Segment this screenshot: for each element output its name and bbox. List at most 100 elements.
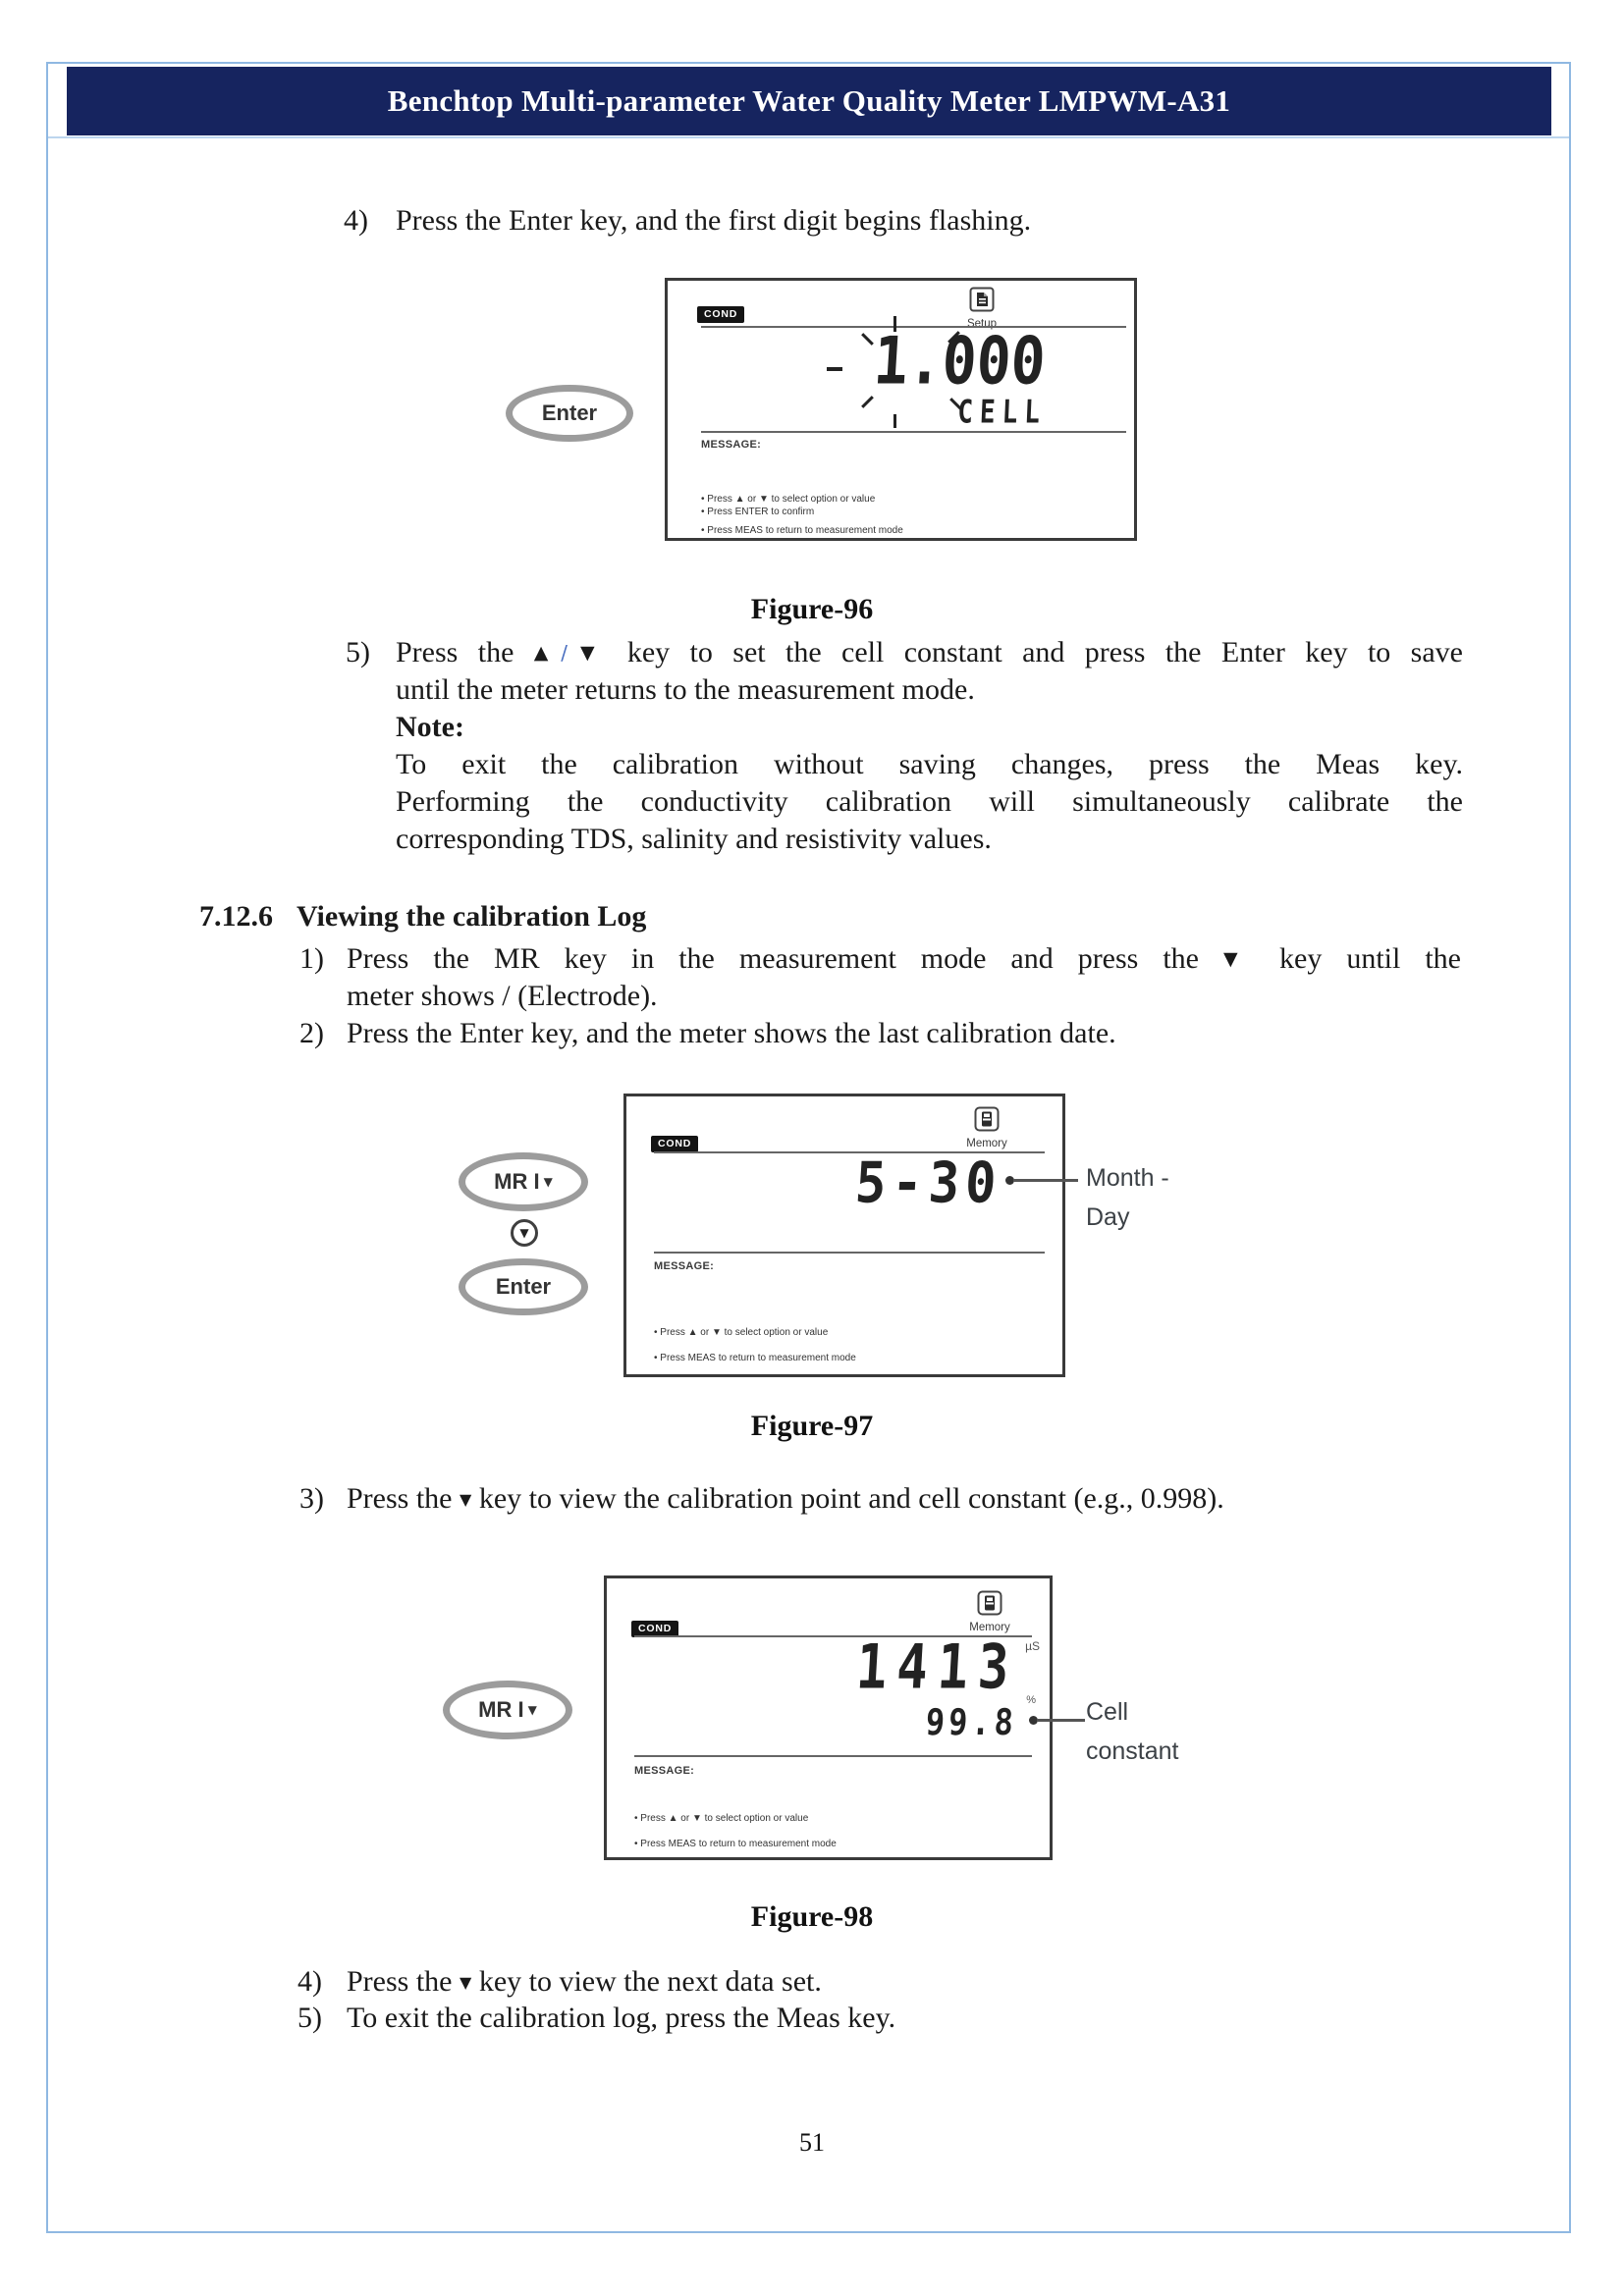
lcd-rule-bottom	[701, 431, 1126, 433]
step-4b-text: Press the	[347, 1965, 460, 1998]
step-5-text: key to set the cell constant and press t…	[607, 636, 1463, 668]
message-label: MESSAGE:	[701, 439, 762, 451]
lcd-hints: • Press ▲ or ▼ to select option or value…	[654, 1326, 1053, 1364]
header-hairline	[48, 136, 1569, 138]
step-5-text: Press the	[396, 636, 534, 668]
callout-text: Day	[1086, 1203, 1130, 1231]
page-border	[46, 62, 1571, 2233]
figure-98-panel: COND Memory 1413 µS 99.8 % MESSAGE: • Pr…	[604, 1575, 1053, 1860]
step-1-line1: Press the MR key in the measurement mode…	[347, 940, 1461, 978]
step-3-number: 3)	[299, 1482, 324, 1515]
down-arrow-icon: ▼	[543, 1175, 553, 1189]
down-arrow-icon: ▼	[527, 1703, 537, 1717]
callout-line	[1037, 1719, 1085, 1722]
setup-icon	[969, 287, 995, 316]
figure-97-panel: COND Memory 5-30 MESSAGE: • Press ▲ or ▼…	[623, 1094, 1065, 1377]
cond-badge: COND	[651, 1136, 699, 1152]
section-title: Viewing the calibration Log	[297, 900, 647, 933]
step-3-text: key to view the calibration point and ce…	[471, 1482, 1224, 1515]
cond-badge: COND	[697, 306, 745, 323]
lcd-hint: • Press ▲ or ▼ to select option or value	[634, 1813, 809, 1824]
step-5-number: 5)	[346, 636, 370, 668]
flash-dash-minus	[827, 367, 842, 371]
lcd-hint: • Press ENTER to confirm	[701, 507, 815, 517]
down-arrow-key-icon: ▼	[460, 1973, 472, 1992]
down-arrow-key-icon: ▼	[460, 1490, 472, 1509]
mr-button: MR I ▼	[459, 1152, 588, 1211]
enter-button: Enter	[459, 1258, 588, 1315]
mr-button-label: MR I	[494, 1169, 540, 1194]
message-label: MESSAGE:	[654, 1260, 715, 1272]
lcd-hint: • Press ▲ or ▼ to select option or value	[701, 494, 876, 505]
month-day-callout: Month - Day	[1086, 1158, 1169, 1237]
lcd-rule-top	[701, 326, 1126, 328]
note-line1: To exit the calibration without saving c…	[396, 748, 1463, 780]
step-1-line2: meter shows / (Electrode).	[347, 980, 658, 1012]
lcd-hint: • Press MEAS to return to measurement mo…	[701, 525, 903, 536]
down-arrow-key-icon: ▼	[1222, 948, 1256, 970]
mr-button: MR I ▼	[443, 1681, 572, 1739]
lcd-main-value: 1.000	[871, 322, 1049, 400]
flash-tick-bottom	[893, 414, 896, 428]
section-number: 7.12.6	[199, 900, 273, 933]
down-arrow-icon: ▼	[519, 1226, 529, 1240]
step-4b-text: Press the ▼ key to view the next data se…	[347, 1963, 822, 2002]
flash-dash-upper-left	[861, 333, 874, 346]
page-title: Benchtop Multi-parameter Water Quality M…	[387, 83, 1231, 118]
memory-icon-block: Memory	[955, 1590, 1024, 1633]
message-label: MESSAGE:	[634, 1765, 695, 1777]
step-4-number: 4)	[344, 204, 368, 237]
step-3-text: Press the	[347, 1482, 460, 1515]
figure-96-caption: Figure-96	[750, 593, 874, 625]
memory-icon-block: Memory	[952, 1106, 1021, 1149]
memory-icon	[974, 1106, 1000, 1136]
down-button: ▼	[511, 1219, 538, 1247]
step-3-text: Press the ▼ key to view the calibration …	[347, 1480, 1224, 1519]
figure-96-panel: COND Setup 1.000 CELL MESSAGE:	[665, 278, 1137, 541]
memory-icon	[977, 1590, 1002, 1620]
figure-97-caption: Figure-97	[750, 1410, 874, 1442]
percent-unit: %	[1026, 1694, 1036, 1706]
flash-tick-top	[893, 316, 896, 332]
lcd-hints: • Press ▲ or ▼ to select option or value…	[701, 493, 1124, 537]
lcd-main-value: 5-30	[852, 1150, 1004, 1216]
callout-text: Cell	[1086, 1698, 1129, 1726]
step-4b-number: 4)	[298, 1965, 322, 1998]
note-label: Note:	[396, 711, 464, 743]
lcd-rule-top	[654, 1151, 1045, 1153]
cell-constant-callout: Cell constant	[1086, 1692, 1179, 1771]
memory-icon-label: Memory	[969, 1622, 1010, 1633]
lcd-sub-value: 99.8	[924, 1700, 1019, 1744]
callout-dot	[1005, 1176, 1014, 1185]
step-1-number: 1)	[299, 942, 324, 975]
key-slash: /	[561, 641, 568, 665]
callout-dot	[1029, 1716, 1038, 1725]
mr-button-label: MR I	[478, 1697, 524, 1722]
enter-button: Enter	[506, 385, 633, 442]
enter-button-label: Enter	[495, 1274, 552, 1299]
step-4-text: Press the Enter key, and the first digit…	[396, 204, 1032, 237]
step-1-text: key until the	[1255, 942, 1461, 975]
step-2-number: 2)	[299, 1017, 324, 1049]
step-1-text: Press the MR key in the measurement mode…	[347, 942, 1223, 975]
cond-badge: COND	[631, 1621, 679, 1637]
step-4b-text: key to view the next data set.	[471, 1965, 822, 1998]
memory-icon-label: Memory	[966, 1138, 1007, 1149]
note-line2: Performing the conductivity calibration …	[396, 785, 1463, 818]
up-arrow-key-icon: ▲	[533, 642, 562, 664]
note-line3: corresponding TDS, salinity and resistiv…	[396, 823, 992, 855]
lcd-main-value: 1413	[853, 1632, 1021, 1704]
lcd-hint: • Press ▲ or ▼ to select option or value	[654, 1327, 829, 1338]
lcd-rule-bottom	[654, 1252, 1045, 1254]
callout-line	[1013, 1179, 1078, 1182]
lcd-hint: • Press MEAS to return to measurement mo…	[654, 1353, 856, 1363]
figure-98-caption: Figure-98	[750, 1900, 874, 1933]
down-arrow-key-icon: ▼	[568, 642, 608, 664]
lcd-hints: • Press ▲ or ▼ to select option or value…	[634, 1812, 1040, 1850]
step-2-text: Press the Enter key, and the meter shows…	[347, 1017, 1116, 1049]
page-number: 51	[799, 2128, 825, 2157]
callout-text: Month -	[1086, 1164, 1169, 1192]
lcd-cell-word: CELL	[956, 394, 1049, 432]
lcd-rule-top	[634, 1635, 1032, 1637]
